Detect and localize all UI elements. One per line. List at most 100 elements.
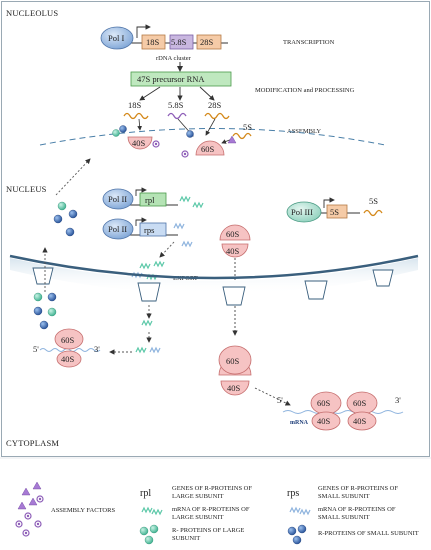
gene-18s-label: 18S [146, 37, 160, 47]
nuclear-pore-4 [304, 280, 328, 300]
nucleus-protein-small-3 [65, 227, 75, 237]
mrna-rpl-3 [139, 262, 151, 270]
gene-5-8s [169, 34, 194, 50]
cell-frame [1, 1, 430, 457]
gene-5s-label: 5S [330, 207, 339, 217]
pol-ii-a-label: Pol II [108, 194, 127, 204]
legend-mrna-small-line2: SMALL SUBUNIT [318, 514, 370, 521]
product-5s-strand [363, 209, 383, 217]
rrna-28s-label: 28S [208, 100, 222, 110]
pol-i-enzyme [100, 26, 134, 50]
gene-5s-box [326, 204, 348, 219]
cyto-left-60s [54, 328, 84, 350]
nucleolus-40s-label: 40S [132, 138, 146, 148]
cyto-protein-large-1 [33, 292, 43, 302]
nuclear-pore-2 [137, 282, 161, 302]
nucleolus-protein-large [112, 129, 120, 137]
legend-mrna-large-line2: LARGE SUBUNIT [172, 514, 223, 521]
rdna-transcription: Pol I 18S 5.8S 28S rDNA cluster [100, 24, 228, 62]
nucleolus-60s-subunit [195, 140, 225, 156]
legend-prot-large-line1: R- PROTEINS OF LARGE [172, 527, 244, 534]
pol-iii-enzyme [286, 201, 322, 223]
mrna-rps-2 [181, 240, 193, 248]
nucleus-40s-subunit [221, 243, 249, 258]
legend: ASSEMBLY FACTORS rpl GENES OF R-PROTEINS… [15, 481, 419, 545]
pol-iii-5s-gene: Pol III 5S [286, 197, 360, 223]
legend-rps-symbol: rps [287, 488, 299, 499]
nuclear-pore-3 [222, 286, 246, 306]
legend-rps-line1: GENES OF R-PROTEINS OF [318, 485, 398, 492]
cyto-left-40s [56, 350, 82, 368]
nucleus-label: NUCLEUS [6, 184, 47, 194]
legend-prot-small: R-PROTEINS OF SMALL SUBUNIT [318, 530, 419, 537]
pol-i-label: Pol I [108, 33, 124, 43]
step-assembly: ASSEMBLY [287, 128, 321, 135]
pol-ii-b-label: Pol II [108, 224, 127, 234]
cyto-left-5prime: 5' [33, 344, 39, 354]
nucleus-protein-large [57, 201, 67, 211]
nucleolus-protein-small-2 [186, 130, 194, 138]
nuclear-pore-1 [32, 267, 54, 285]
mrna-rpl-4 [153, 260, 165, 268]
polysome-5prime: 5' [277, 395, 283, 405]
polysome-3prime: 3' [395, 395, 401, 405]
nuclear-pore-5 [372, 269, 394, 287]
polysome-60s-1-label: 60S [317, 398, 331, 408]
nucleus-protein-small-2 [53, 214, 63, 224]
cyto-mrna-rps-1 [149, 346, 161, 354]
cyto-mid-60s-label: 60S [226, 356, 240, 366]
legend-rpl-line1: GENES OF R-PROTEINS OF [172, 485, 252, 492]
arrow-to-polysome [254, 387, 291, 406]
legend-prot-large-line2: SUBUNIT [172, 535, 200, 542]
pol-ii-enzyme-a [102, 188, 134, 210]
cyto-mrna-rpl-1 [141, 319, 153, 327]
rrna-18s-strand [123, 112, 149, 120]
nucleolus-40s-subunit [127, 136, 153, 150]
gene-rpl-box [139, 192, 167, 207]
nucleus-protein-small [68, 209, 78, 219]
nucleus-40s-label: 40S [226, 246, 240, 256]
gene-28s-label: 28S [200, 37, 214, 47]
gene-rps-label: rps [144, 225, 154, 235]
rdna-cluster-label: rDNA cluster [156, 55, 192, 62]
pol-ii-rps-gene: Pol II rps [102, 217, 178, 240]
legend-mrna-large-line1: mRNA OF R-PROTEINS OF [172, 506, 250, 513]
precursor-rna-label: 47S precursor RNA [137, 74, 205, 84]
rrna-28s-strand [204, 112, 230, 120]
legend-rps-line2: SMALL SUBUNIT [318, 493, 370, 500]
legend-protein-small-icon [287, 526, 297, 536]
rrna-18s-label: 18S [128, 100, 142, 110]
cyto-protein-small-2 [33, 306, 43, 316]
mrna-rpl-1 [179, 195, 191, 203]
legend-assembly-factors: ASSEMBLY FACTORS [51, 507, 115, 514]
rrna-5s-label: 5S [243, 122, 252, 132]
mrna-rps-1 [173, 222, 185, 230]
polysome-40s-2 [347, 411, 377, 431]
cyto-left-3prime: 3' [94, 344, 100, 354]
arrow-proteins-to-nucleolus [55, 158, 91, 196]
arrow-18s [139, 86, 161, 101]
legend-rpl-line2: LARGE SUBUNIT [172, 493, 223, 500]
arrow-18s-to-40s [137, 118, 143, 131]
nucleolus-boundary [39, 128, 386, 146]
legend-mrna-small-line1: mRNA OF R-PROTEINS OF [318, 506, 396, 513]
pol-i-start-arrow [136, 24, 151, 38]
arrow-mrna-to-pore [159, 241, 175, 258]
arrow-28s [199, 86, 215, 101]
cyto-left-mrna-strand [39, 348, 101, 352]
pol-ii-rpl-gene: Pol II rpl [102, 187, 178, 210]
polysome-40s-1 [311, 411, 341, 431]
pol-ii-enzyme-b [102, 218, 134, 240]
polysome-40s-1-label: 40S [317, 416, 331, 426]
step-modification: MODIFICATION and PROCESSING [255, 87, 355, 94]
rrna-5s-strand [232, 132, 252, 140]
gene-rps-box [139, 222, 167, 237]
legend-factor-triangle-1 [21, 487, 31, 496]
legend-mrna-large-icon [141, 506, 153, 514]
polysome-mrna-strand [282, 410, 404, 414]
cyto-mid-40s [220, 380, 250, 396]
step-transcription: TRANSCRIPTION [283, 39, 335, 46]
rrna-5-8s-label: 5.8S [168, 100, 184, 110]
cyto-mrna-rpl-2 [135, 346, 147, 354]
cyto-protein-large-2 [47, 307, 57, 317]
